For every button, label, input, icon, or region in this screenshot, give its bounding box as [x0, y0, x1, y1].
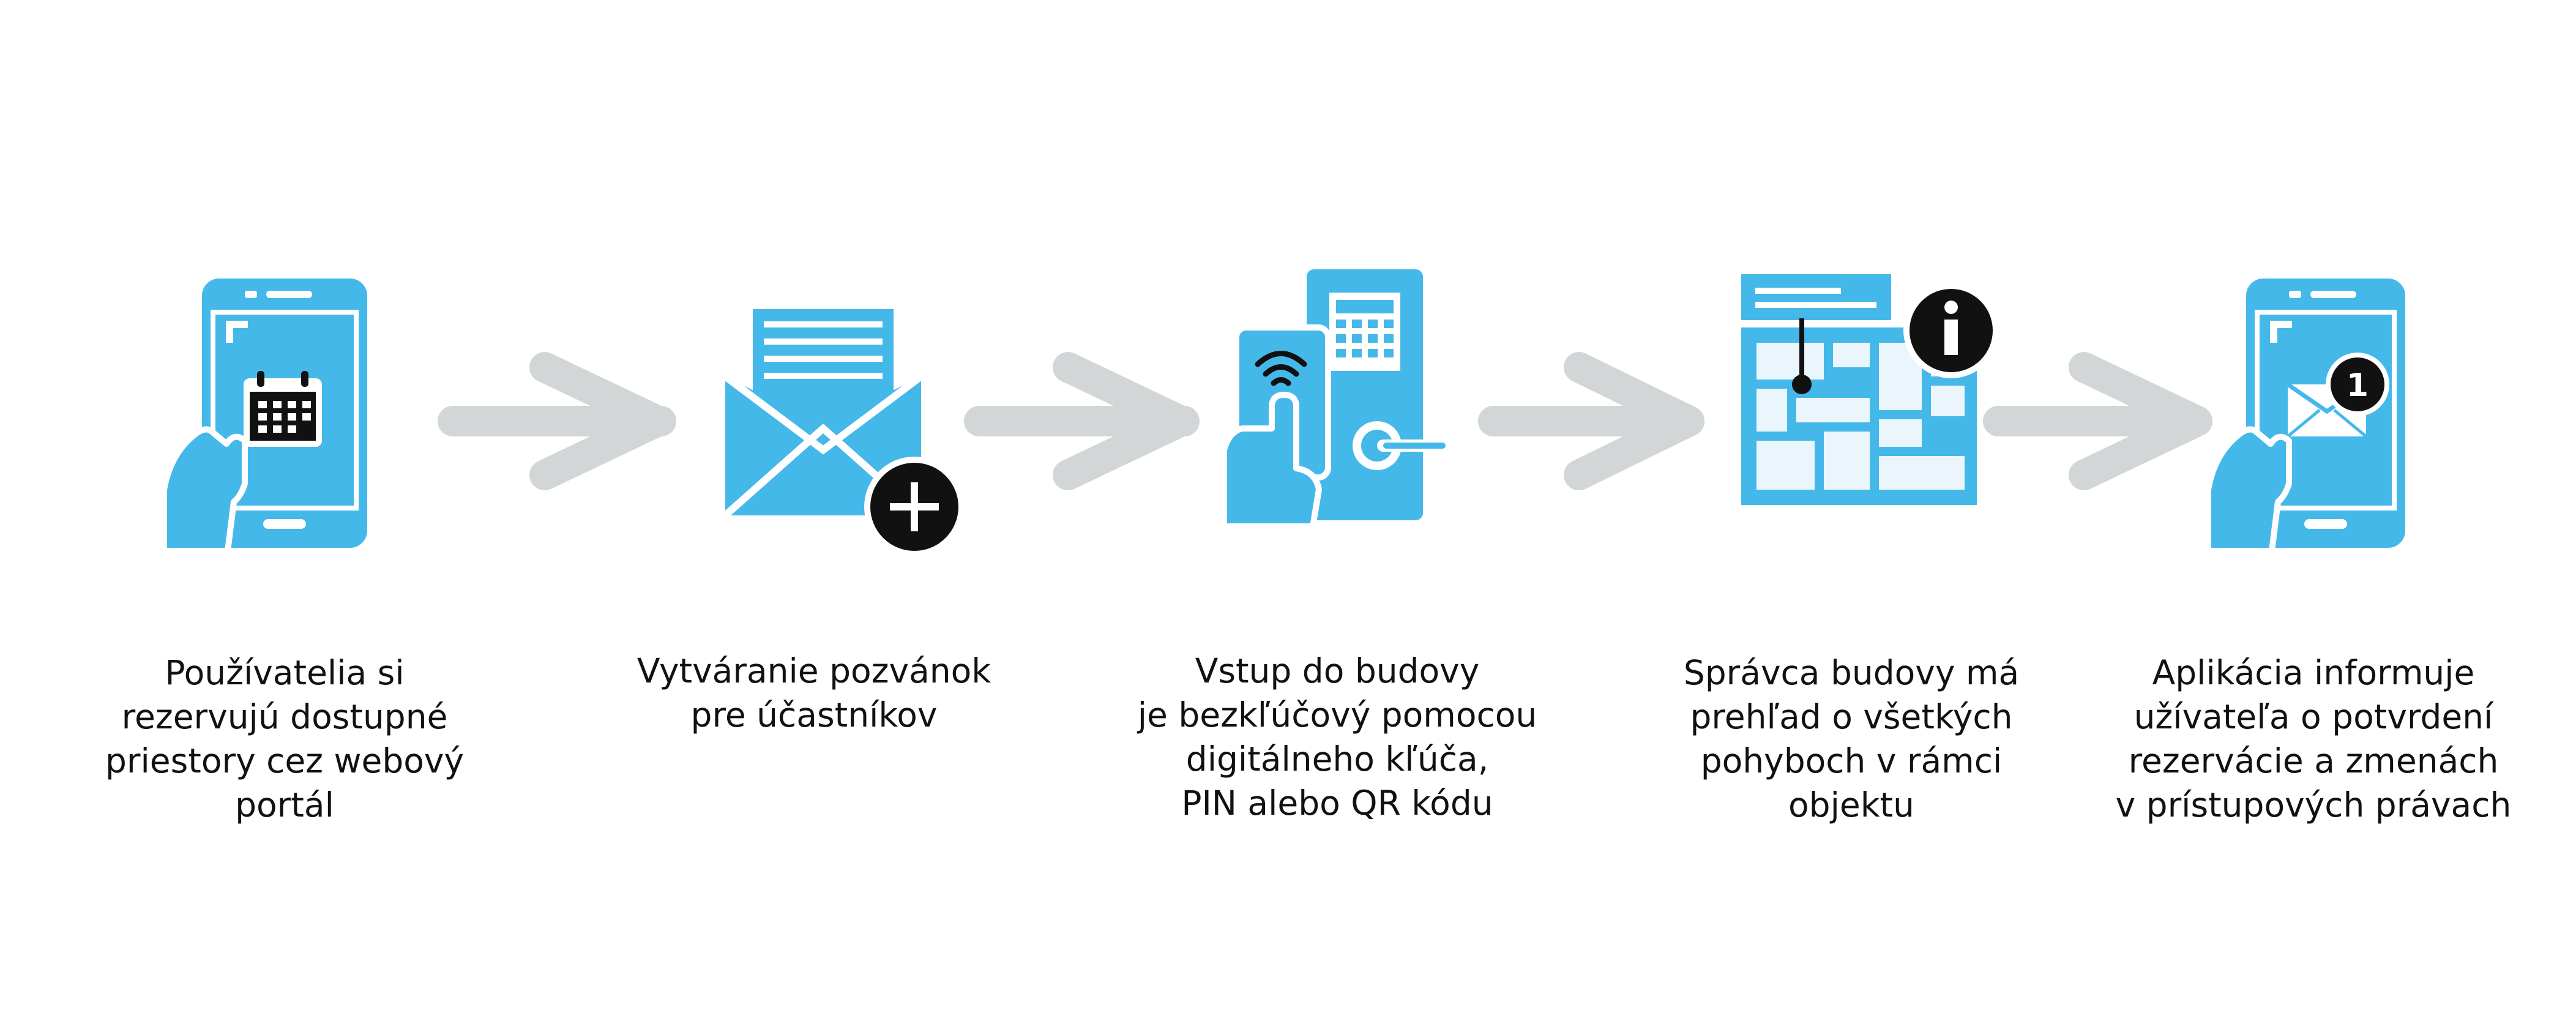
caption-line: rezervácie a zmenách [2128, 741, 2499, 780]
step-1-caption: Používatelia si rezervujú dostupné pries… [52, 651, 517, 827]
caption-line: pre účastníkov [690, 695, 938, 735]
caption-line: užívateľa o potvrdení [2134, 697, 2493, 736]
step-2-caption: Vytváranie pozvánok pre účastníkov [581, 649, 1047, 737]
arrow-icon-2 [964, 352, 1200, 490]
caption-line: portál [235, 785, 334, 825]
caption-line: prehľad o všetkých [1690, 697, 2013, 736]
caption-line: pohyboch v rámci [1700, 741, 2003, 780]
step-5-caption: Aplikácia informuje užívateľa o potvrden… [2081, 651, 2546, 827]
arrow-icon-1 [438, 352, 676, 490]
caption-line: Správca budovy má [1683, 653, 2020, 692]
caption-line: Aplikácia informuje [2152, 653, 2475, 692]
caption-line: PIN alebo QR kódu [1181, 784, 1493, 823]
step-4-caption: Správca budovy má prehľad o všetkých poh… [1619, 651, 2084, 827]
caption-line: Vytváranie pozvánok [637, 651, 991, 690]
floor-plan-info-icon [1741, 274, 1999, 505]
step-3-caption: Vstup do budovy je bezkľúčový pomocou di… [1105, 649, 1570, 825]
caption-line: digitálneho kľúča, [1185, 739, 1489, 779]
smartphone-notification-icon: 1 [2205, 279, 2405, 554]
notification-count-badge: 1 [2346, 367, 2369, 404]
caption-line: v prístupových právach [2115, 785, 2512, 825]
caption-line: objektu [1788, 785, 1914, 825]
caption-line: Používatelia si [165, 653, 405, 692]
arrow-icon-4 [1983, 352, 2212, 490]
caption-line: priestory cez webový [105, 741, 465, 780]
arrow-icon-3 [1478, 352, 1704, 490]
envelope-add-icon [723, 309, 965, 557]
keyless-door-access-icon [1221, 269, 1448, 529]
smartphone-calendar-icon [161, 279, 367, 554]
caption-line: rezervujú dostupné [121, 697, 448, 736]
caption-line: Vstup do budovy [1195, 651, 1480, 690]
caption-line: je bezkľúčový pomocou [1137, 695, 1537, 735]
